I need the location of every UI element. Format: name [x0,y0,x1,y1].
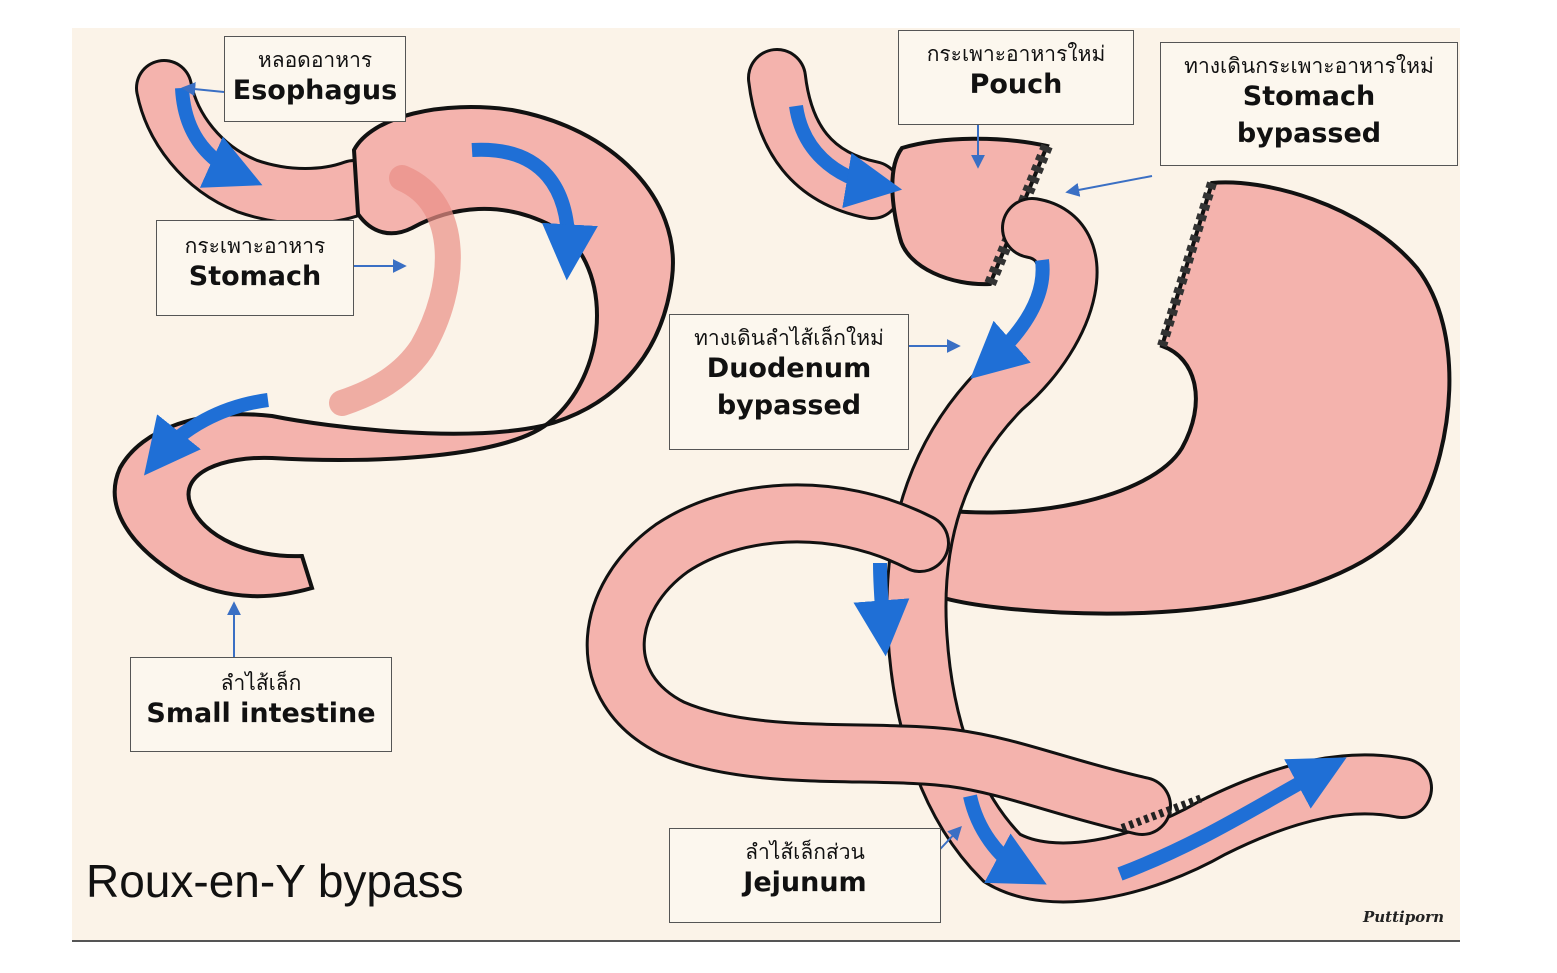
normal-anatomy [112,59,675,599]
label-small-intestine: ลำไส้เล็ก Small intestine [130,657,392,752]
label-stomach-thai: กระเพาะอาหาร [184,234,326,258]
flow-arrow-intestine [143,393,269,476]
label-stomach-bypassed-english2: bypassed [1236,117,1382,149]
biliopancreatic-limb-tissue [588,486,1169,833]
label-stomach: กระเพาะอาหาร Stomach [156,220,354,316]
flow-arrow-distal [1117,757,1347,881]
label-stomach-bypassed: ทางเดินกระเพาะอาหารใหม่ Stomach bypassed [1160,42,1458,166]
label-duodenum-bypassed-english2: bypassed [716,389,862,421]
stomach-shading [329,165,461,416]
label-small-intestine-english: Small intestine [146,698,376,730]
label-jejunum: ลำไส้เล็กส่วน Jejunum [669,828,941,923]
pointer-esophagus [181,82,225,97]
stomach-body [112,105,675,599]
label-esophagus-thai: หลอดอาหาร [257,48,373,72]
diagram-title: Roux-en-Y bypass [86,855,464,907]
bypass-anatomy [585,48,1452,904]
flow-arrow-esophagus [175,87,263,188]
label-esophagus: หลอดอาหาร Esophagus [224,36,406,122]
label-duodenum-bypassed-thai: ทางเดินลำไส้เล็กใหม่ [694,326,884,350]
label-small-intestine-thai: ลำไส้เล็ก [220,671,302,695]
label-stomach-bypassed-english: Stomach [1242,81,1376,113]
label-pouch-thai: กระเพาะอาหารใหม่ [926,42,1106,66]
flow-arrow-jejunum [963,794,1047,885]
flow-arrow-roux-upper [970,259,1050,379]
pouch-staples [984,143,1053,287]
label-stomach-bypassed-thai: ทางเดินกระเพาะอาหารใหม่ [1184,54,1434,78]
label-duodenum-bypassed: ทางเดินลำไส้เล็กใหม่ Duodenum bypassed [669,314,909,450]
label-pointers [181,82,1153,863]
bypassed-stomach [911,180,1452,616]
label-duodenum-bypassed-english: Duodenum [706,353,872,385]
flow-arrow-roux-middle [853,562,910,657]
label-esophagus-english: Esophagus [232,75,398,107]
label-pouch: กระเพาะอาหารใหม่ Pouch [898,30,1134,125]
flow-arrow-stomach [471,142,598,281]
artist-signature: Puttiporn [1362,908,1444,926]
anastomosis-staples [1120,794,1204,832]
label-pouch-english: Pouch [969,69,1063,101]
label-jejunum-thai: ลำไส้เล็กส่วน [745,840,865,864]
anatomy-illustration [112,48,1452,904]
pointer-stomach-bypassed [1065,175,1153,197]
label-stomach-english: Stomach [188,261,322,293]
diagram-canvas: หลอดอาหาร Esophagus กระเพาะอาหาร Stomach… [72,28,1460,942]
label-jejunum-english: Jejunum [743,867,867,899]
flow-arrow-pouch [789,104,903,209]
